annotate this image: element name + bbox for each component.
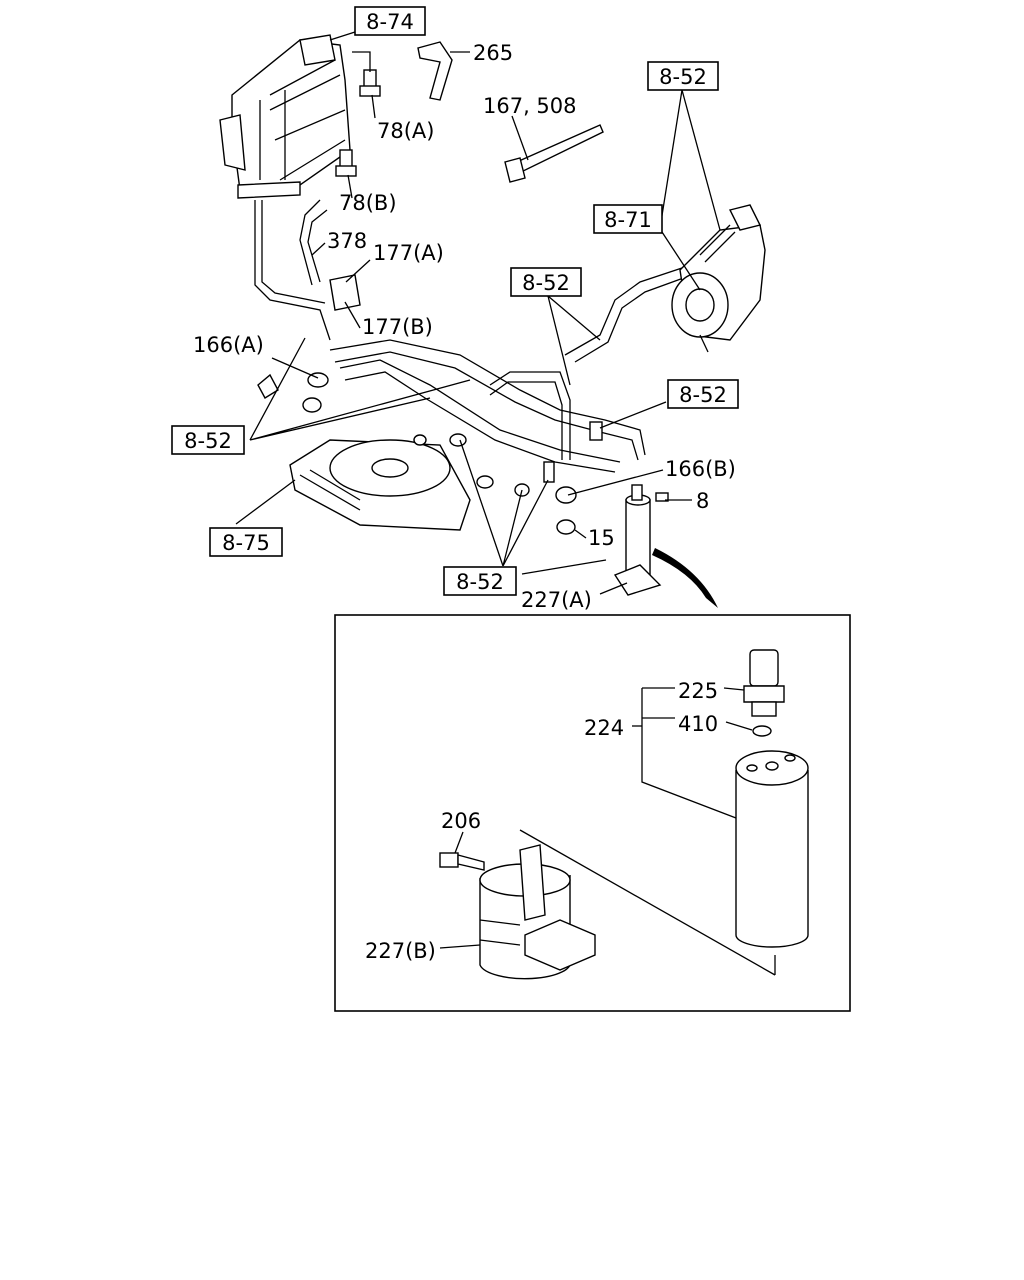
bolt-852-right [589,421,603,441]
ref-8-52-right[interactable]: 8-52 [679,383,727,407]
bolt-condenser [543,461,555,483]
nut-15 [556,519,576,535]
o-ring-410 [752,725,772,737]
part-378: 378 [327,229,367,253]
ref-8-52-top[interactable]: 8-52 [659,65,707,89]
leader-lines [235,31,721,595]
ref-8-52-bottom[interactable]: 8-52 [456,570,504,594]
part-15: 15 [588,526,615,550]
part-78a: 78(A) [377,119,434,143]
receiver-drier-large [735,750,809,948]
pipe-main [329,339,646,461]
bracket-fitting [555,486,577,504]
ref-box-8-52-right [667,379,739,409]
part-177b: 177(B) [362,315,433,339]
part-8: 8 [696,489,709,513]
ref-box-8-52-top [647,61,719,91]
part-225: 225 [678,679,718,703]
ref-box-8-52-left [171,425,245,455]
bracket-227b [479,844,596,980]
bolt-78a [359,69,381,97]
fittings-166a [257,372,329,413]
hose-265 [417,41,453,101]
receiver-drier-small [613,484,669,596]
bolt-206 [439,852,485,871]
ref-8-71[interactable]: 8-71 [604,208,652,232]
pressure-switch-225 [743,649,785,717]
fitting-condenser-1 [449,433,467,447]
clamp-177 [329,274,361,311]
ref-box-8-74 [354,6,426,36]
part-227a: 227(A) [521,588,592,612]
part-227b: 227(B) [365,939,436,963]
detail-inset-frame [334,614,851,1012]
part-166b: 166(B) [665,457,736,481]
ref-8-75[interactable]: 8-75 [222,531,270,555]
part-265: 265 [473,41,513,65]
ref-8-52-left[interactable]: 8-52 [184,429,232,453]
ref-box-8-52-mid [510,267,582,297]
inset-leader-lines [439,687,776,976]
zoom-arrow [652,548,718,608]
part-167-508: 167, 508 [483,94,577,118]
hvac-unit [219,34,351,199]
ref-box-8-75 [209,527,283,557]
fitting-condenser-3 [476,475,494,489]
part-177a: 177(A) [373,241,444,265]
ref-box-8-52-bottom [443,566,517,596]
part-78b: 78(B) [339,191,397,215]
part-206: 206 [441,809,481,833]
fitting-condenser-2 [413,434,427,446]
bolt-78b [335,149,357,177]
part-166a: 166(A) [193,333,264,357]
hose-378 [299,199,328,286]
compressor [671,204,766,353]
ref-box-8-71 [593,204,663,234]
part-410: 410 [678,712,718,736]
ref-8-74[interactable]: 8-74 [366,10,414,34]
pipe-hvac-down [254,200,331,341]
part-224: 224 [584,716,624,740]
condenser [289,439,471,531]
ref-8-52-mid[interactable]: 8-52 [522,271,570,295]
